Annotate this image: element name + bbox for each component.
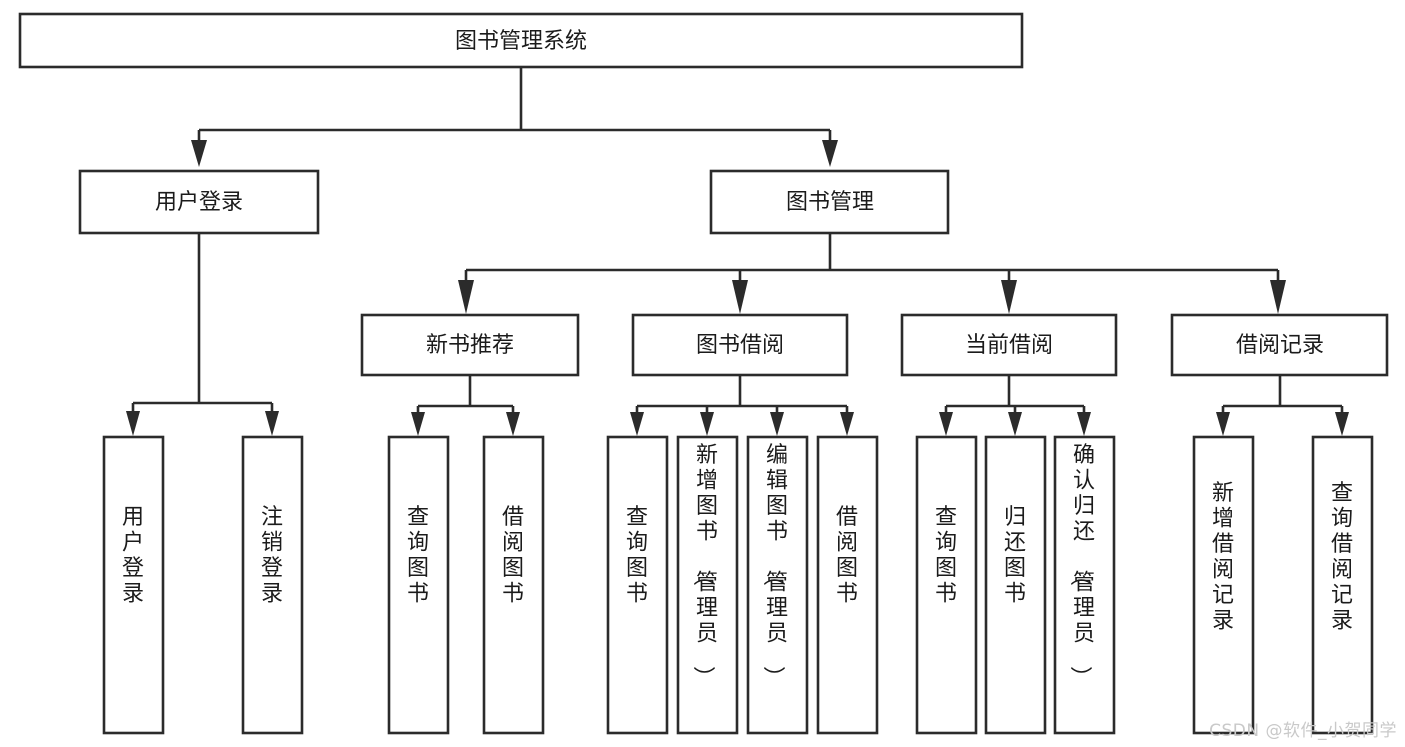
- leaf-node-user-login[interactable]: 用户登录: [102, 435, 165, 735]
- node-book-manage-box[interactable]: [709, 169, 950, 235]
- arrow-head-cb-2: [1008, 412, 1022, 436]
- node-borrow-record-box[interactable]: [1170, 313, 1389, 377]
- leaf-node-query-book-borrow-label: 查询图书: [626, 505, 648, 607]
- leaf-node-confirm-return-admin-label: 确认归还（管理员）: [1067, 443, 1095, 688]
- node-root-system[interactable]: 图书管理系统: [18, 12, 1024, 69]
- connector-book-borrow-to-leaves: [630, 375, 854, 436]
- leaf-node-query-book-new-label: 查询图书: [407, 505, 429, 607]
- leaf-node-query-book-borrow[interactable]: 查询图书: [606, 435, 669, 735]
- leaf-node-confirm-return-admin-box[interactable]: [1053, 435, 1116, 735]
- leaf-node-add-borrow-record[interactable]: 新增借阅记录: [1192, 435, 1255, 735]
- leaf-node-add-book-admin-box[interactable]: [676, 435, 739, 735]
- node-new-book-recommend[interactable]: 新书推荐: [360, 313, 580, 377]
- arrow-head-bb-4: [840, 412, 854, 436]
- leaf-node-user-login-label: 用户登录: [122, 505, 144, 607]
- node-borrow-record-label: 借阅记录: [1236, 333, 1324, 358]
- leaf-node-logout[interactable]: 注销登录: [241, 435, 304, 735]
- watermark-text: CSDN @软件_小贺同学: [1209, 721, 1397, 741]
- leaf-node-borrow-book[interactable]: 借阅图书: [816, 435, 879, 735]
- node-book-borrow-label: 图书借阅: [696, 333, 784, 358]
- arrow-head-borrow-record: [1270, 280, 1286, 314]
- node-new-book-recommend-label: 新书推荐: [426, 333, 514, 358]
- leaf-node-add-borrow-record-box[interactable]: [1192, 435, 1255, 735]
- arrow-head-cb-1: [939, 412, 953, 436]
- leaf-node-return-book-label: 归还图书: [1004, 505, 1026, 607]
- node-user-login-label: 用户登录: [155, 190, 243, 215]
- leaf-node-return-book[interactable]: 归还图书: [984, 435, 1047, 735]
- node-borrow-record[interactable]: 借阅记录: [1170, 313, 1389, 377]
- arrow-head-new-book: [458, 280, 474, 314]
- leaf-node-return-book-box[interactable]: [984, 435, 1047, 735]
- arrow-head-bb-3: [770, 412, 784, 436]
- arrow-head-br-2: [1335, 412, 1349, 436]
- leaf-node-borrow-book-box[interactable]: [816, 435, 879, 735]
- node-new-book-recommend-box[interactable]: [360, 313, 580, 377]
- arrow-head-leaf-user-login: [126, 411, 140, 436]
- leaf-node-query-book-new[interactable]: 查询图书: [387, 435, 450, 735]
- arrow-head-user-login: [191, 140, 207, 167]
- leaf-node-query-borrow-record-box[interactable]: [1311, 435, 1374, 735]
- leaf-node-query-book-current-box[interactable]: [915, 435, 978, 735]
- leaf-node-user-login-box[interactable]: [102, 435, 165, 735]
- leaf-node-borrow-book-new-box[interactable]: [482, 435, 545, 735]
- leaf-node-query-book-current-label: 查询图书: [935, 505, 957, 607]
- leaf-node-query-book-current[interactable]: 查询图书: [915, 435, 978, 735]
- leaf-node-borrow-book-new[interactable]: 借阅图书: [482, 435, 545, 735]
- arrow-head-br-1: [1216, 412, 1230, 436]
- arrow-head-nb-1: [411, 412, 425, 436]
- leaf-node-query-book-new-box[interactable]: [387, 435, 450, 735]
- connector-user-login-to-leaves: [126, 233, 279, 436]
- connector-current-borrow-to-leaves: [939, 375, 1091, 436]
- node-book-manage[interactable]: 图书管理: [709, 169, 950, 235]
- node-book-manage-label: 图书管理: [786, 190, 874, 215]
- node-current-borrow-box[interactable]: [900, 313, 1118, 377]
- node-root-system-box[interactable]: [18, 12, 1024, 69]
- arrow-head-book-borrow: [732, 280, 748, 314]
- node-user-login-box[interactable]: [78, 169, 320, 235]
- node-book-borrow[interactable]: 图书借阅: [631, 313, 849, 377]
- leaf-node-add-borrow-record-label: 新增借阅记录: [1212, 481, 1234, 634]
- leaf-node-borrow-book-label: 借阅图书: [836, 505, 858, 607]
- leaf-node-query-borrow-record-label: 查询借阅记录: [1331, 481, 1353, 634]
- arrow-head-nb-2: [506, 412, 520, 436]
- arrow-head-leaf-logout: [265, 411, 279, 436]
- node-user-login[interactable]: 用户登录: [78, 169, 320, 235]
- arrow-head-bb-1: [630, 412, 644, 436]
- arrow-head-cb-3: [1077, 412, 1091, 436]
- node-current-borrow-label: 当前借阅: [965, 333, 1053, 358]
- connector-borrow-record-to-leaves: [1216, 375, 1349, 436]
- leaf-node-confirm-return-admin[interactable]: 确认归还（管理员）: [1053, 435, 1116, 735]
- arrow-head-book-manage: [822, 140, 838, 167]
- leaf-node-edit-book-admin-label: 编辑图书（管理员）: [760, 443, 788, 688]
- leaf-node-logout-label: 注销登录: [261, 505, 283, 607]
- leaf-node-edit-book-admin[interactable]: 编辑图书（管理员）: [746, 435, 809, 735]
- leaf-node-edit-book-admin-box[interactable]: [746, 435, 809, 735]
- connector-book-manage-to-level3: [458, 233, 1286, 314]
- leaf-node-query-borrow-record[interactable]: 查询借阅记录: [1311, 435, 1374, 735]
- arrow-head-bb-2: [700, 412, 714, 436]
- connector-root-to-level2: [191, 67, 838, 167]
- leaf-node-borrow-book-new-label: 借阅图书: [502, 505, 524, 607]
- leaf-node-logout-box[interactable]: [241, 435, 304, 735]
- leaf-node-add-book-admin[interactable]: 新增图书（管理员）: [676, 435, 739, 735]
- connector-new-book-to-leaves: [411, 375, 520, 436]
- node-root-system-label: 图书管理系统: [455, 29, 587, 54]
- node-current-borrow[interactable]: 当前借阅: [900, 313, 1118, 377]
- arrow-head-current-borrow: [1001, 280, 1017, 314]
- node-book-borrow-box[interactable]: [631, 313, 849, 377]
- leaf-node-add-book-admin-label: 新增图书（管理员）: [690, 443, 718, 688]
- leaf-node-query-book-borrow-box[interactable]: [606, 435, 669, 735]
